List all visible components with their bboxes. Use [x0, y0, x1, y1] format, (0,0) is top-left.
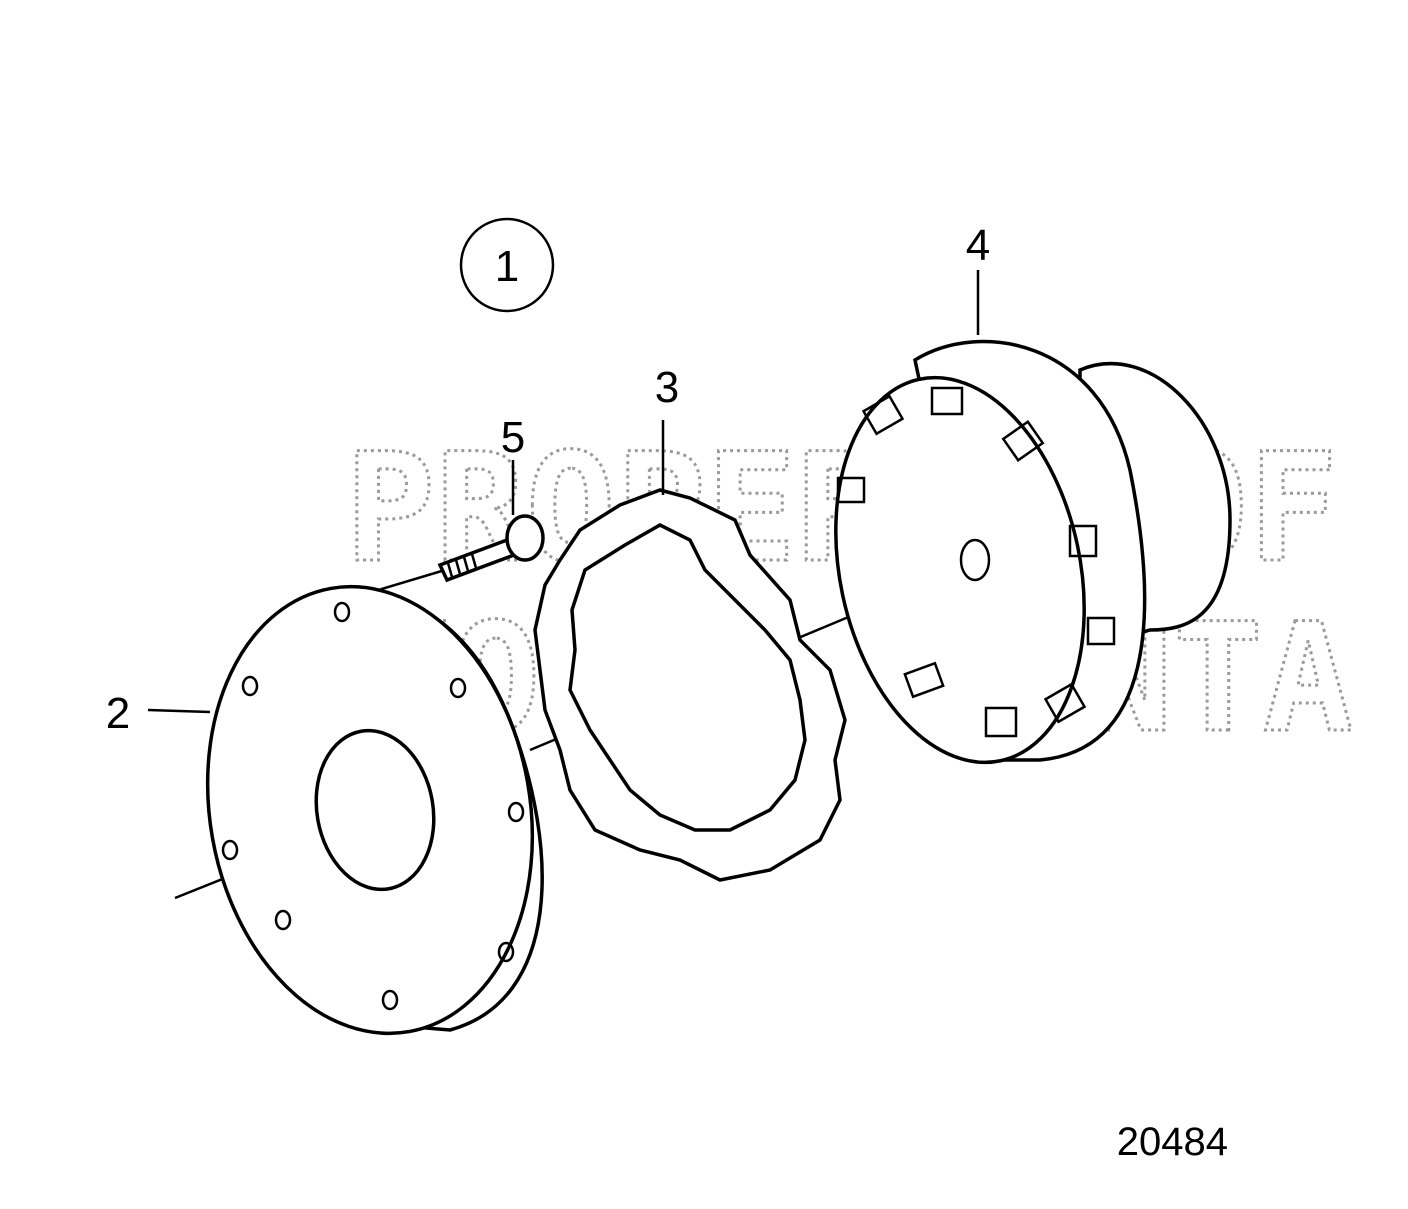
callout-3: 3 — [655, 363, 679, 412]
flange-bolt-hole — [241, 675, 259, 697]
hub-part — [834, 339, 1232, 765]
flange-bolt-hole — [221, 839, 239, 861]
callout-5: 5 — [501, 413, 525, 462]
flange-bolt-hole — [274, 909, 292, 931]
hub-dog — [903, 661, 945, 699]
hub-dog — [861, 394, 905, 436]
flange-bolt-hole — [507, 801, 525, 823]
hub-dog — [1043, 682, 1087, 724]
hub-dog — [836, 476, 866, 504]
hub-face — [834, 375, 1086, 765]
leader-line-2 — [147, 708, 211, 714]
figure-number: 20484 — [1117, 1120, 1228, 1164]
hub-dog — [1001, 420, 1045, 462]
hub-dog — [1068, 524, 1098, 558]
callout-4: 4 — [966, 221, 990, 270]
screw-thread — [446, 553, 478, 578]
flange-bolt-hole — [381, 989, 399, 1011]
hub-centre-bore — [959, 538, 991, 582]
element-inner-ring — [568, 523, 807, 832]
flange-bolt-hole — [497, 941, 515, 963]
group-callout-circle — [459, 217, 555, 313]
screw-head — [505, 514, 545, 562]
callout-2: 2 — [106, 689, 130, 738]
hub-dog — [1086, 616, 1116, 646]
hub-dog — [984, 706, 1018, 738]
flange-bolt-hole — [333, 601, 351, 623]
flange-part — [205, 584, 544, 1036]
flange-centre-bore — [314, 728, 436, 892]
callout-1: 1 — [495, 242, 519, 291]
flexible-element-part — [533, 488, 847, 882]
flange-bolt-hole — [449, 677, 467, 699]
screw-part — [437, 514, 545, 583]
hub-dog — [930, 386, 964, 416]
flange-bolt-holes — [221, 601, 525, 1011]
hub-dogs — [836, 386, 1116, 738]
